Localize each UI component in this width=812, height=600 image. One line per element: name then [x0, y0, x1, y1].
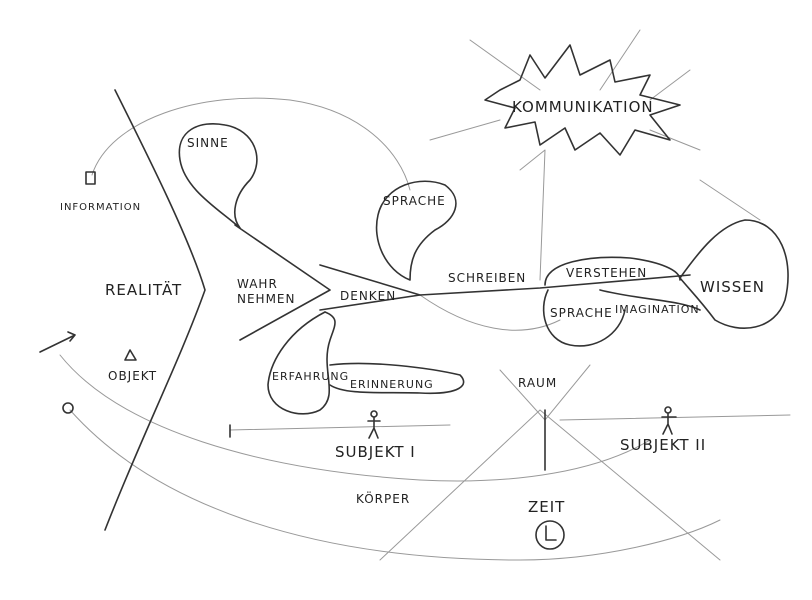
- schreiben-line: [419, 274, 691, 296]
- label-sinne: SINNE: [187, 136, 229, 150]
- kommunikation-burst: [484, 44, 681, 156]
- wissen-bubble: [679, 219, 789, 329]
- koerper-line-lower: [69, 409, 721, 561]
- label-koerper: KÖRPER: [356, 490, 410, 506]
- arrow-icon: [39, 331, 76, 353]
- objekt-triangle-icon: [124, 349, 137, 361]
- sinne-bubble: [178, 123, 258, 229]
- erinnerung-bubble: [329, 362, 465, 395]
- label-realitaet: REALITÄT: [105, 280, 182, 299]
- circle-icon: [62, 402, 74, 414]
- wahrnehmen-funnel: [234, 224, 331, 341]
- denken-wave: [419, 294, 561, 331]
- subjekt-2-figure: [661, 406, 677, 435]
- label-objekt: OBJEKT: [108, 369, 157, 383]
- label-zeit: ZEIT: [528, 498, 565, 516]
- label-erfahrung: ERFAHRUNG: [272, 370, 349, 383]
- subjekt-1-figure: [367, 410, 381, 439]
- sprache-bubble-bottom: [542, 289, 626, 347]
- information-arc: [91, 97, 411, 191]
- verstehen-bubble: [544, 256, 681, 286]
- label-subjekt-1: SUBJEKT I: [335, 443, 416, 461]
- reality-boundary: [104, 89, 206, 531]
- label-sprache-bottom: SPRACHE: [550, 306, 613, 320]
- label-information: INFORMATION: [60, 202, 141, 213]
- clock-hands: [545, 525, 557, 541]
- erfahrung-bubble: [267, 311, 336, 415]
- label-wahr: WAHR: [237, 277, 278, 291]
- koerper-line-upper: [59, 354, 651, 482]
- label-sprache-top: SPRACHE: [383, 194, 446, 208]
- label-kommunikation: KOMMUNIKATION: [512, 98, 654, 116]
- imagination-line: [599, 289, 701, 311]
- raum-cone: [379, 364, 721, 561]
- label-schreiben: SCHREIBEN: [448, 271, 526, 285]
- kommunikation-rays: [429, 29, 761, 281]
- denken-funnel: [319, 264, 421, 311]
- horizon-line: [229, 414, 791, 431]
- label-erinnerung: ERINNERUNG: [350, 378, 434, 391]
- label-denken: DENKEN: [340, 289, 396, 303]
- label-nehmen: NEHMEN: [237, 292, 296, 306]
- information-icon: [85, 171, 96, 185]
- label-verstehen: VERSTEHEN: [566, 266, 647, 280]
- label-subjekt-2: SUBJEKT II: [620, 436, 706, 454]
- label-wissen: WISSEN: [700, 278, 765, 296]
- sprache-bubble-top: [375, 180, 457, 281]
- clock-icon: [535, 520, 565, 550]
- label-raum: RAUM: [518, 376, 557, 390]
- label-imagination: IMAGINATION: [615, 303, 700, 316]
